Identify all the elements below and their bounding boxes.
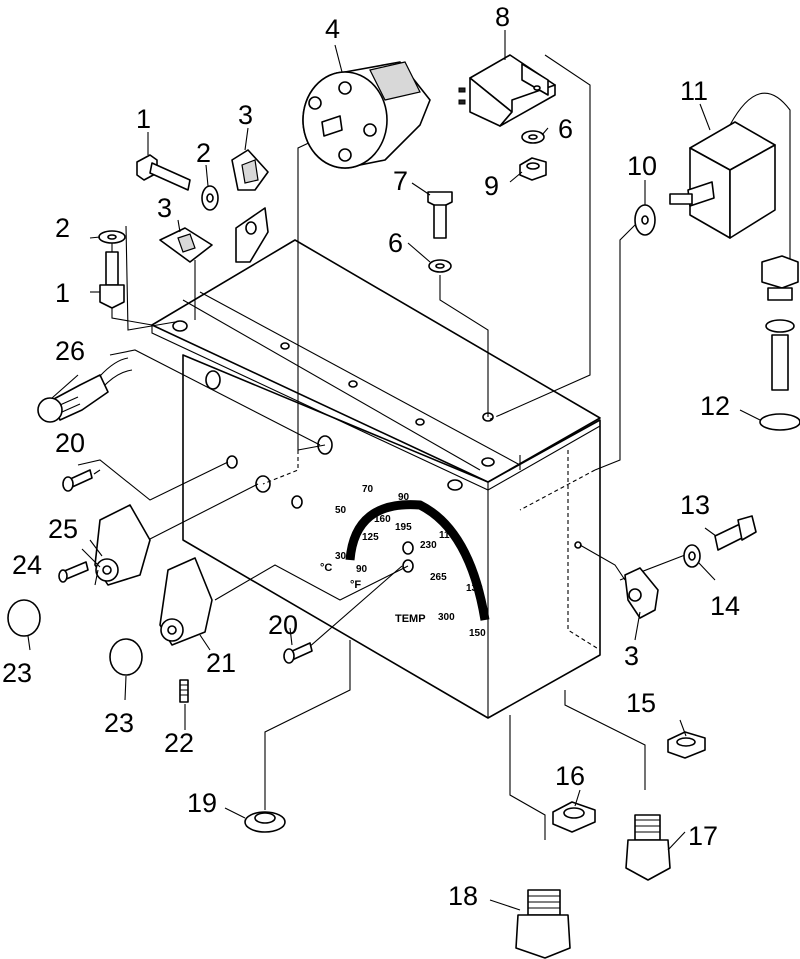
dial-f-300: 300 bbox=[438, 612, 455, 623]
dial-c-90: 90 bbox=[398, 492, 410, 503]
callout-9: 9 bbox=[484, 171, 499, 201]
callout-26: 26 bbox=[55, 336, 85, 366]
dial-f-230: 230 bbox=[420, 540, 437, 551]
cap-23-right bbox=[109, 638, 143, 676]
washer-14 bbox=[683, 544, 701, 568]
set-screw-22 bbox=[179, 679, 189, 703]
callout-25: 25 bbox=[48, 514, 78, 544]
callout-22: 22 bbox=[164, 728, 194, 758]
dial-c-50: 50 bbox=[335, 505, 347, 516]
temperature-dial: 30 50 70 90 110 130 150 90 125 160 195 2… bbox=[320, 484, 490, 639]
nut-15 bbox=[667, 731, 706, 759]
callout-6-lower: 6 bbox=[388, 228, 403, 258]
bolt-1-upper bbox=[136, 154, 191, 191]
callout-20-lower: 20 bbox=[268, 610, 298, 640]
probe-12 bbox=[759, 255, 800, 431]
washer-6-upper bbox=[521, 130, 545, 144]
callout-7: 7 bbox=[393, 166, 408, 196]
screw-20-upper bbox=[62, 469, 93, 492]
callout-3-right: 3 bbox=[624, 641, 639, 671]
dial-c-110: 110 bbox=[439, 530, 456, 541]
dial-unit-c: °C bbox=[320, 562, 332, 574]
set-screw-24 bbox=[58, 561, 89, 583]
callout-19: 19 bbox=[187, 788, 217, 818]
callout-16: 16 bbox=[555, 761, 585, 791]
knob-25 bbox=[94, 504, 151, 586]
dial-c-70: 70 bbox=[362, 484, 374, 495]
bolt-1-lower bbox=[99, 251, 125, 309]
mounting-tab bbox=[235, 207, 269, 263]
nut-16 bbox=[552, 801, 596, 833]
callout-1-upper: 1 bbox=[136, 104, 151, 134]
dial-f-160: 160 bbox=[374, 514, 391, 525]
cable-fitting-17 bbox=[625, 814, 671, 881]
dial-c-150: 150 bbox=[469, 628, 486, 639]
callout-1-lower: 1 bbox=[55, 278, 70, 308]
assembly-lines bbox=[77, 54, 686, 840]
callout-11: 11 bbox=[680, 76, 708, 106]
callout-21: 21 bbox=[206, 648, 236, 678]
callout-17: 17 bbox=[688, 821, 718, 851]
callout-labels: 1 1 2 2 3 3 3 4 6 6 7 8 9 10 11 12 13 14… bbox=[2, 2, 740, 911]
screw-20-lower bbox=[283, 642, 313, 664]
callout-3-middle: 3 bbox=[157, 193, 172, 223]
callout-3-upper: 3 bbox=[238, 100, 253, 130]
callout-2-lower: 2 bbox=[55, 213, 70, 243]
callout-leaders bbox=[27, 30, 761, 911]
washer-2-upper bbox=[201, 185, 219, 211]
relay-8 bbox=[458, 54, 556, 127]
knob-21 bbox=[159, 557, 213, 646]
clip-nut-3-right bbox=[624, 567, 659, 619]
indicator-light-26 bbox=[37, 357, 133, 423]
callout-23-left: 23 bbox=[2, 658, 32, 688]
cap-23-left bbox=[7, 599, 41, 637]
switch-11 bbox=[669, 92, 791, 260]
washer-10 bbox=[634, 204, 656, 236]
screw-13 bbox=[714, 515, 757, 551]
callout-8: 8 bbox=[495, 2, 510, 32]
nut-9 bbox=[519, 157, 547, 181]
dial-c-130: 130 bbox=[466, 583, 483, 594]
dial-label-temp: TEMP bbox=[395, 613, 426, 625]
clip-nut-3-upper bbox=[231, 149, 269, 191]
dial-c-30: 30 bbox=[335, 551, 347, 562]
dial-f-195: 195 bbox=[395, 522, 412, 533]
dial-f-265: 265 bbox=[430, 572, 447, 583]
bolt-7 bbox=[427, 191, 453, 239]
callout-13: 13 bbox=[680, 490, 710, 520]
callout-12: 12 bbox=[700, 391, 730, 421]
dial-unit-f: °F bbox=[350, 579, 361, 591]
callout-2-upper: 2 bbox=[196, 138, 211, 168]
callout-14: 14 bbox=[710, 591, 740, 621]
washer-2-lower bbox=[98, 230, 126, 244]
callout-20-upper: 20 bbox=[55, 428, 85, 458]
dial-f-125: 125 bbox=[362, 532, 379, 543]
callout-18: 18 bbox=[448, 881, 478, 911]
grommet-19 bbox=[244, 811, 286, 833]
dial-f-90: 90 bbox=[356, 564, 368, 575]
washer-6-lower bbox=[428, 259, 452, 273]
callout-4: 4 bbox=[325, 14, 340, 44]
callout-6-upper: 6 bbox=[558, 114, 573, 144]
callout-10: 10 bbox=[627, 151, 657, 181]
callout-23-right: 23 bbox=[104, 708, 134, 738]
clip-nut-3-middle bbox=[159, 227, 213, 263]
thermostat-4 bbox=[302, 61, 431, 169]
callout-15: 15 bbox=[626, 688, 656, 718]
cable-fitting-18 bbox=[515, 889, 571, 959]
callout-24: 24 bbox=[12, 550, 42, 580]
control-box bbox=[151, 207, 601, 719]
